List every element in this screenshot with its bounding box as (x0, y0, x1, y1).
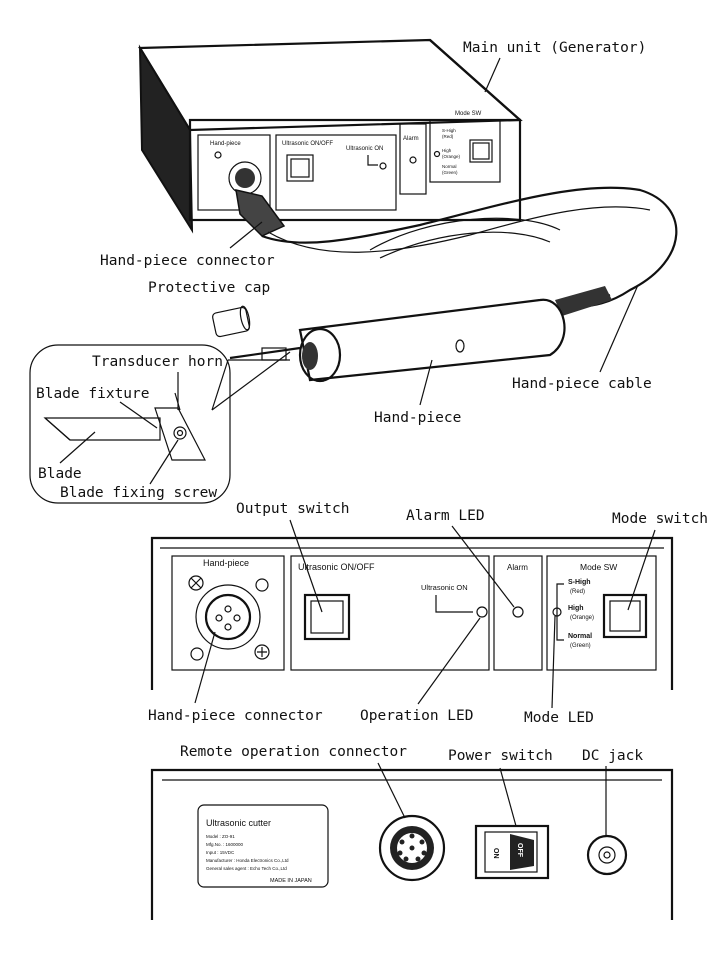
blade-fixture-label: Blade fixture (36, 386, 150, 402)
remote-connector-label: Remote operation connector (180, 744, 407, 760)
transducer-horn-label: Transducer horn (92, 354, 223, 370)
front-ultrasonic-onoff-label: Ultrasonic ON/OFF (298, 562, 375, 572)
mode-switch-label: Mode switch (612, 511, 708, 527)
dc-jack[interactable] (586, 834, 628, 876)
rating-manufacturer: Manufacturer : Honda Electronics Co.,Ltd (206, 858, 289, 863)
front-mode-sw-label: Mode SW (580, 562, 617, 572)
handpiece-label: Hand-piece (374, 410, 461, 426)
handpiece-plug-and-cable (235, 186, 678, 316)
small-mode-sw-label: Mode SW (455, 111, 482, 117)
small-high-label: High (442, 148, 452, 153)
remote-operation-connector[interactable] (378, 814, 446, 882)
protective-cap-illustration (212, 305, 251, 338)
blade-label: Blade (38, 466, 82, 482)
power-switch-label: Power switch (448, 748, 553, 764)
front-high-label: High (568, 605, 584, 612)
output-switch-button[interactable] (303, 593, 351, 641)
front-s-high-color: (Red) (570, 589, 585, 595)
power-off-label: OFF (516, 843, 523, 858)
blade-fixing-screw-label: Blade fixing screw (60, 485, 217, 501)
small-handpiece-label: Hand-piece (210, 141, 241, 147)
small-normal-label: Normal (442, 164, 457, 169)
small-ultrasonic-on-label: Ultrasonic ON (346, 146, 383, 152)
handpiece-cable-label: Hand-piece cable (512, 376, 652, 392)
rating-title: Ultrasonic cutter (206, 818, 271, 828)
front-high-color: (Orange) (570, 615, 594, 621)
front-s-high-label: S-High (568, 579, 591, 586)
dc-jack-label: DC jack (582, 748, 643, 764)
mode-led (552, 607, 562, 617)
mode-led-label: Mode LED (524, 710, 594, 726)
handpiece-connector-label: Hand-piece connector (100, 253, 275, 269)
operation-led-label: Operation LED (360, 708, 474, 724)
small-ultrasonic-onoff-label: Ultrasonic ON/OFF (282, 141, 333, 147)
power-switch[interactable]: ON OFF (474, 824, 550, 880)
rating-plate (197, 804, 329, 888)
small-s-high-color: (Red) (442, 134, 454, 139)
small-normal-color: (Green) (442, 170, 458, 175)
small-high-color: (Orange) (442, 154, 461, 159)
front-handpiece-connector-label: Hand-piece connector (148, 708, 323, 724)
rating-agent: General sales agent : Echo Tech Co.,Ltd (206, 866, 287, 871)
alarm-led (512, 606, 524, 618)
protective-cap-label: Protective cap (148, 280, 270, 296)
output-switch-label: Output switch (236, 501, 350, 517)
alarm-led-label: Alarm LED (406, 508, 485, 524)
front-ultrasonic-on-label: Ultrasonic ON (421, 583, 468, 592)
main-unit-label: Main unit (Generator) (463, 40, 646, 56)
front-normal-color: (Green) (570, 643, 591, 649)
mode-switch-button[interactable] (602, 593, 648, 639)
main-unit-illustration: Hand-piece Ultrasonic ON/OFF Ultrasonic … (138, 38, 523, 234)
front-handpiece-label: Hand-piece (203, 558, 249, 568)
operation-led (476, 606, 488, 618)
front-panel: Hand-piece Ultrasonic ON/OFF Ultrasonic … (150, 536, 674, 690)
front-alarm-label: Alarm (507, 563, 528, 572)
rear-panel: Ultrasonic cutter Model : ZO-91 Mfg.No. … (150, 768, 674, 920)
small-s-high-label: S-High (442, 128, 456, 133)
handpiece-illustration (229, 298, 566, 383)
rating-made-in: MADE IN JAPAN (270, 878, 312, 884)
power-on-label: ON (492, 848, 499, 859)
rating-input: Input : 15VDC (206, 850, 235, 855)
rating-mfg-no: Mfg.No. : 1600000 (206, 842, 244, 847)
small-alarm-label: Alarm (403, 136, 419, 142)
blade-detail-inset (29, 344, 291, 504)
rating-model: Model : ZO-91 (206, 834, 235, 839)
front-normal-label: Normal (568, 633, 592, 640)
